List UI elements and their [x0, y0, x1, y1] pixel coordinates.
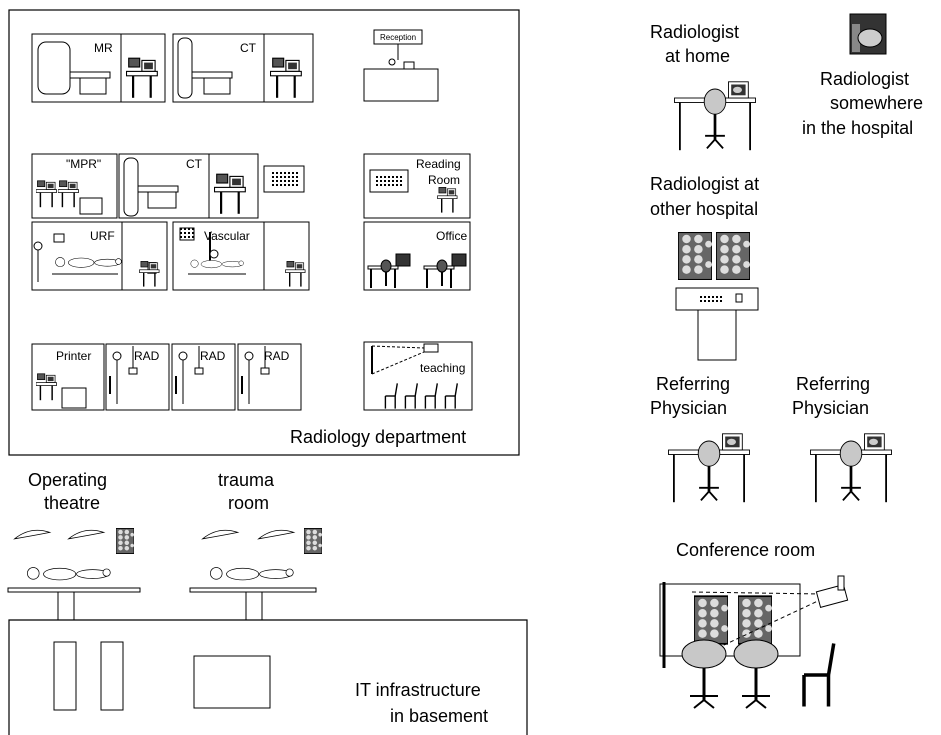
vascular-room: Vascular — [172, 221, 310, 291]
radiology-department-label: Radiology department — [290, 427, 466, 447]
reading-room-label-2: Room — [428, 173, 460, 187]
office: Office — [363, 221, 471, 291]
home-label-2: at home — [665, 46, 730, 66]
urf-label: URF — [90, 229, 115, 243]
mpr-label: "MPR" — [66, 157, 101, 171]
referring1-label-1: Referring — [656, 374, 730, 394]
ct-room-1: CT — [172, 33, 314, 103]
operating-label-1: Operating — [28, 470, 107, 490]
ct1-label: CT — [240, 41, 257, 55]
rad1-label: RAD — [134, 349, 160, 363]
conference-label: Conference room — [676, 540, 815, 560]
radiologist-other-hospital: Radiologist at other hospital — [650, 174, 759, 361]
reading-room: Reading Room — [363, 153, 471, 219]
printer-room: Printer — [31, 343, 105, 411]
basement-label-2: in basement — [390, 706, 488, 726]
referring-physician-1: Referring Physician — [650, 374, 751, 504]
mr-room: MR — [31, 33, 166, 103]
teaching-label: teaching — [420, 361, 465, 375]
ct-room-2: CT — [118, 153, 259, 219]
radiology-department-box — [8, 9, 520, 456]
radiologist-somewhere: Radiologist somewhere in the hospital — [802, 13, 923, 138]
it-basement: IT infrastructure in basement — [8, 619, 528, 735]
somewhere-label-3: in the hospital — [802, 118, 913, 138]
printer-label: Printer — [56, 349, 91, 363]
trauma-label-1: trauma — [218, 470, 275, 490]
basement-label-1: IT infrastructure — [355, 680, 481, 700]
trauma-label-2: room — [228, 493, 269, 513]
other-hospital-label-2: other hospital — [650, 199, 758, 219]
ct2-label: CT — [186, 157, 203, 171]
home-label-1: Radiologist — [650, 22, 739, 42]
other-hospital-label-1: Radiologist at — [650, 174, 759, 194]
referring1-label-2: Physician — [650, 398, 727, 418]
urf-room: URF — [31, 221, 168, 291]
office-label: Office — [436, 229, 467, 243]
reception-label: Reception — [380, 33, 416, 42]
referring-physician-2: Referring Physician — [792, 374, 893, 504]
reading-room-label-1: Reading — [416, 157, 461, 171]
reception: Reception — [363, 29, 439, 102]
rad3-label: RAD — [264, 349, 290, 363]
referring2-label-2: Physician — [792, 398, 869, 418]
conference-room: Conference room — [659, 540, 849, 709]
operating-theatre: Operating theatre — [7, 470, 141, 621]
rad-room-3: RAD — [237, 343, 302, 411]
radiologist-home: Radiologist at home — [650, 22, 757, 152]
rad-room-1: RAD — [105, 343, 170, 411]
operating-label-2: theatre — [44, 493, 100, 513]
teaching-room: teaching — [363, 341, 473, 411]
somewhere-label-2: somewhere — [830, 93, 923, 113]
mr-label: MR — [94, 41, 113, 55]
somewhere-label-1: Radiologist — [820, 69, 909, 89]
mpr-room: "MPR" — [31, 153, 118, 219]
trauma-room: trauma room — [189, 470, 322, 621]
rad-room-2: RAD — [171, 343, 236, 411]
vascular-label: Vascular — [204, 229, 250, 243]
referring2-label-1: Referring — [796, 374, 870, 394]
rad2-label: RAD — [200, 349, 226, 363]
